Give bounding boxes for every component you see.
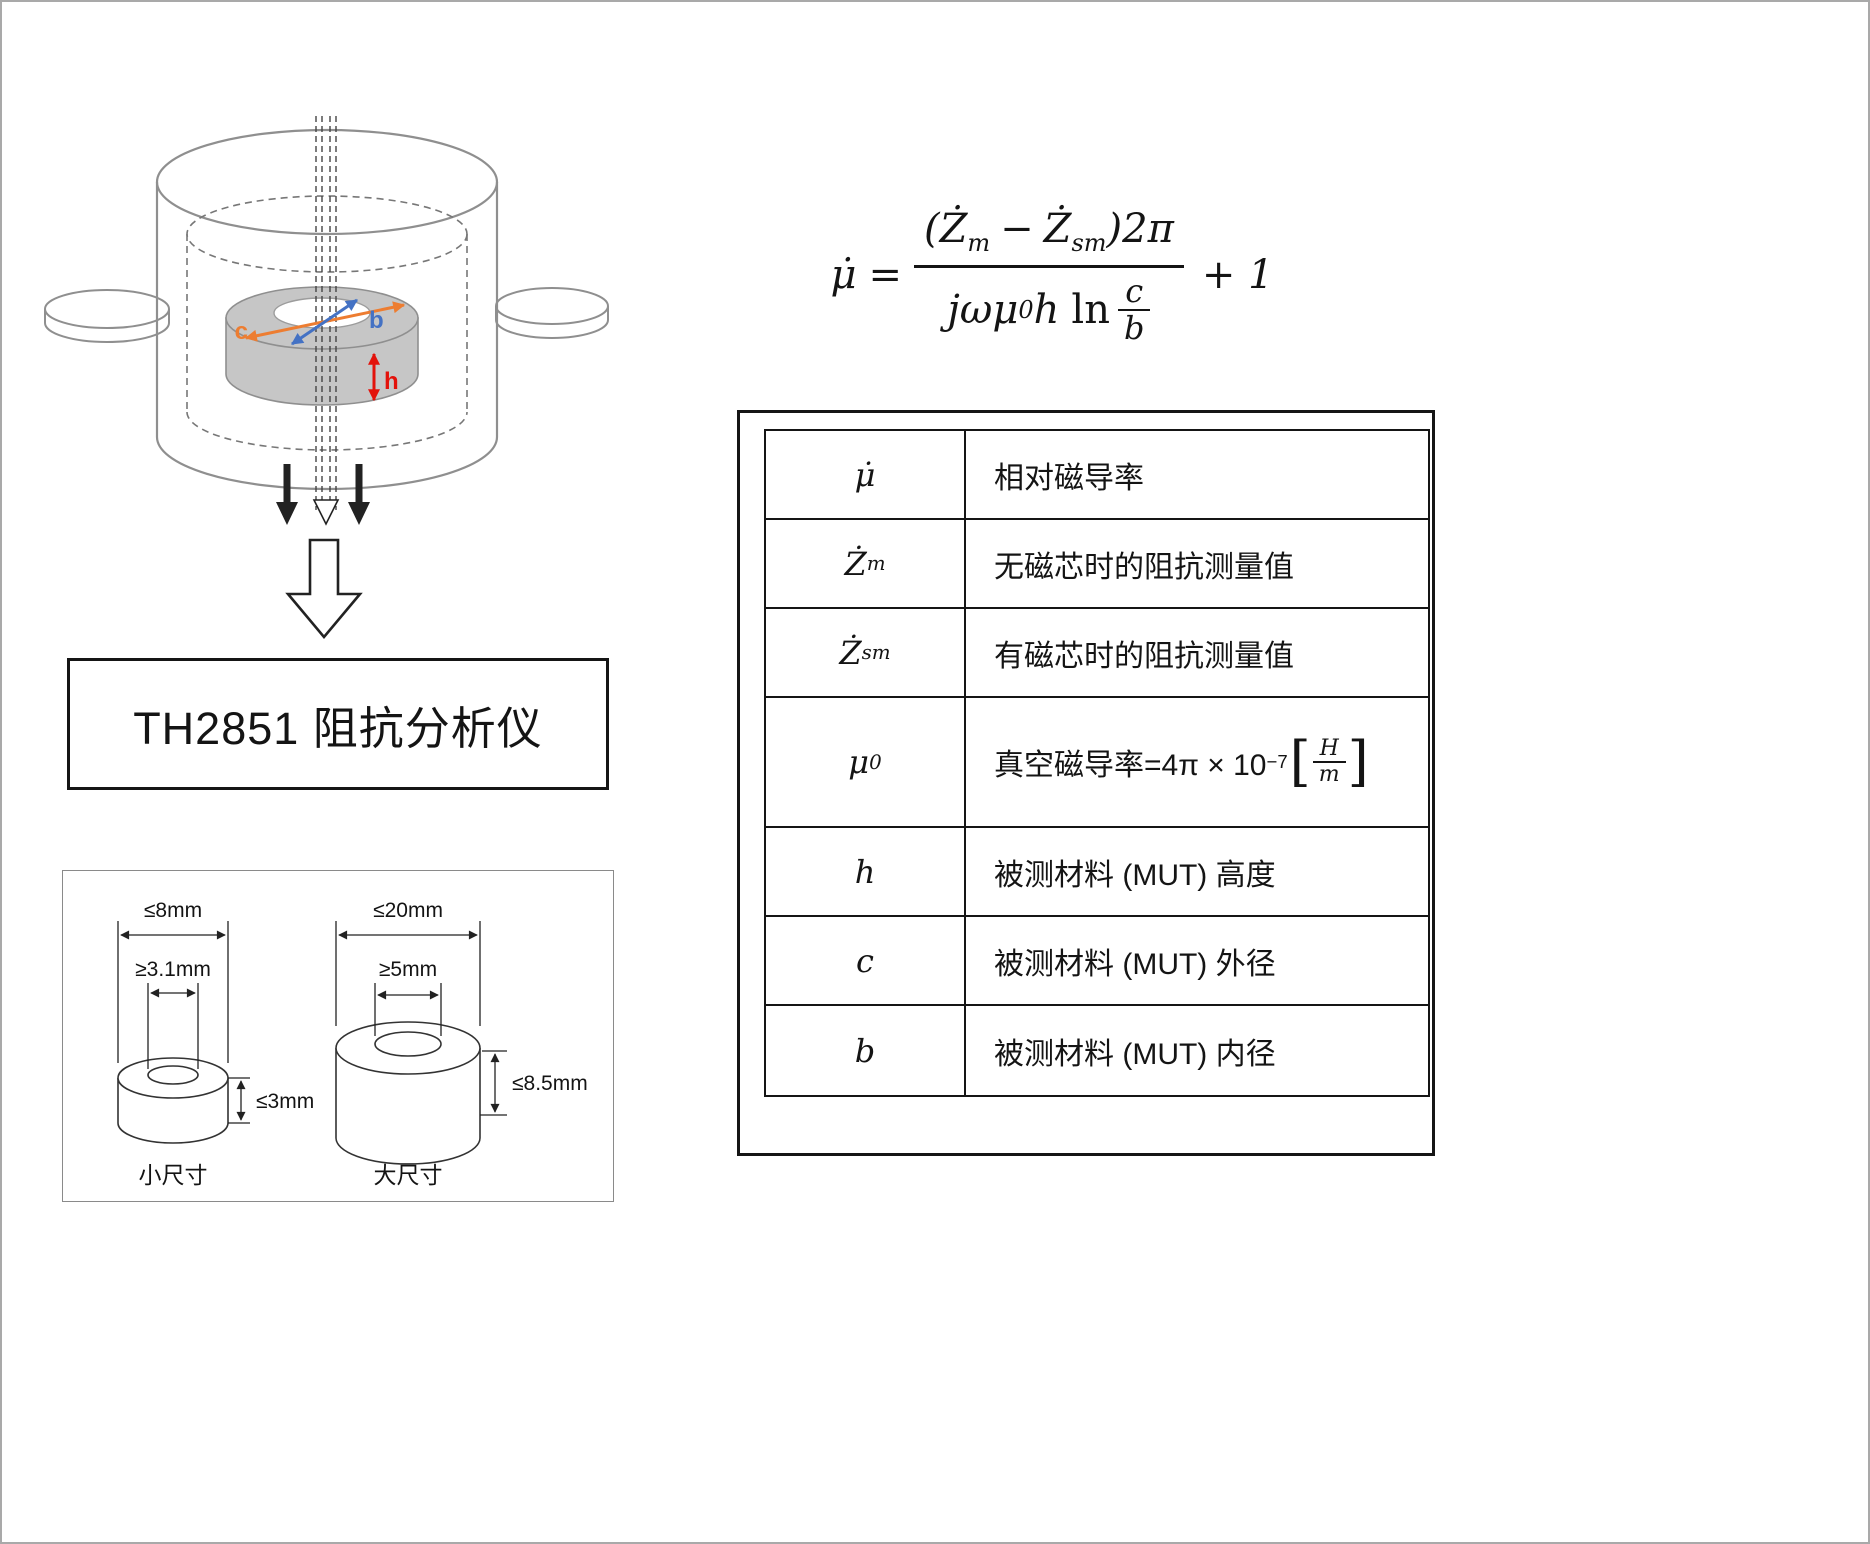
mu-zero-subscript: 0: [1018, 296, 1034, 324]
z-sm-subscript: sm: [1071, 228, 1107, 257]
fixture-inner-cup: [186, 195, 468, 451]
b-label: b: [369, 307, 384, 334]
description-cell: 无磁芯时的阻抗测量值: [994, 550, 1294, 584]
fixture-right-handle: [495, 287, 609, 339]
b-symbol: b: [1117, 309, 1151, 346]
c-symbol: c: [1125, 271, 1144, 310]
c-over-b-fraction: c b: [1117, 271, 1151, 346]
c-label: c: [235, 318, 248, 345]
size-diagram-box: ≤8mm ≥3.1mm ≤3mm 小尺寸 ≤20m: [62, 870, 614, 1202]
analyzer-label: TH2851 阻抗分析仪: [133, 702, 543, 754]
center-terminal-arrow: [312, 499, 340, 526]
symbol-cell: b: [766, 1006, 966, 1095]
description-cell: 相对磁导率: [994, 461, 1144, 495]
large-height-dim-label: ≤8.5mm: [512, 1072, 588, 1095]
formula-lhs: μ̇: [830, 252, 857, 298]
description-cell: 被测材料 (MUT) 外径: [994, 947, 1276, 981]
small-height-dim-label: ≤3mm: [256, 1090, 314, 1113]
symbol-mu-dot: μ̇: [854, 455, 876, 494]
fixture-diagram: c b h: [44, 116, 609, 640]
large-inner-dim-label: ≥5mm: [379, 958, 437, 981]
description-cell: 被测材料 (MUT) 内径: [994, 1037, 1276, 1071]
symbol-cell: μ̇: [766, 431, 966, 518]
description-cell: 被测材料 (MUT) 高度: [994, 858, 1276, 892]
to-analyzer-arrow: [285, 538, 363, 640]
fixture-left-handle: [44, 289, 170, 343]
large-core-caption: 大尺寸: [374, 1162, 443, 1188]
symbol-cell: h: [766, 828, 966, 915]
h-over-m-unit: H m: [1312, 736, 1346, 787]
inner-diameter-arrow: [291, 298, 358, 346]
table-row-mu: μ̇ 相对磁导率: [766, 431, 1428, 520]
formula-equals: =: [868, 252, 902, 298]
large-core-dimensions: [335, 921, 507, 1116]
symbol-z-sm: Ż: [839, 633, 862, 672]
large-outer-dim-label: ≤20mm: [373, 899, 443, 922]
core-size-diagram: ≤8mm ≥3.1mm ≤3mm 小尺寸 ≤20m: [117, 899, 588, 1188]
minus-sign: −: [1000, 205, 1034, 252]
large-core-drawing: [335, 1021, 481, 1165]
description-cell: 真空磁导率=4π × 10−7 [ H m ]: [994, 730, 1369, 793]
plus-one: + 1: [1201, 252, 1274, 298]
table-row-h: h 被测材料 (MUT) 高度: [766, 828, 1428, 917]
electrode-rods: [315, 116, 337, 510]
table-row-b: b 被测材料 (MUT) 内径: [766, 1006, 1428, 1095]
h-label: h: [384, 368, 399, 395]
symbol-h: h: [854, 852, 876, 891]
core-dimension-arrows: c b h: [235, 298, 406, 402]
ln-operator: ln: [1071, 287, 1110, 333]
small-inner-dim-label: ≥3.1mm: [135, 958, 211, 981]
symbol-mu-zero: μ: [848, 743, 870, 781]
description-cell: 有磁芯时的阻抗测量值: [994, 639, 1294, 673]
z-m-symbol: Ż: [939, 205, 968, 252]
j-omega: jω: [947, 287, 993, 333]
small-core-caption: 小尺寸: [139, 1162, 208, 1188]
z-sm-symbol: Ż: [1043, 205, 1072, 252]
table-row-c: c 被测材料 (MUT) 外径: [766, 917, 1428, 1006]
z-m-subscript: m: [967, 228, 991, 257]
h-symbol: h: [1033, 287, 1060, 333]
small-outer-dim-label: ≤8mm: [144, 899, 202, 922]
paren-open: (: [923, 205, 940, 252]
symbol-b: b: [854, 1031, 876, 1070]
formula-numerator: (Żm−Żsm)2π: [913, 204, 1184, 268]
mu-symbol: μ: [992, 287, 1019, 333]
fixture-outer-cylinder: [155, 128, 499, 491]
analyzer-box: TH2851 阻抗分析仪: [67, 658, 609, 790]
symbol-c: c: [856, 941, 874, 980]
paren-close-2pi: )2π: [1106, 205, 1174, 252]
small-core-dimensions: [117, 921, 250, 1124]
small-core-drawing: [117, 1057, 229, 1144]
symbol-cell: c: [766, 917, 966, 1004]
symbol-z-m: Ż: [844, 544, 867, 583]
terminal-arrows: [276, 464, 370, 526]
